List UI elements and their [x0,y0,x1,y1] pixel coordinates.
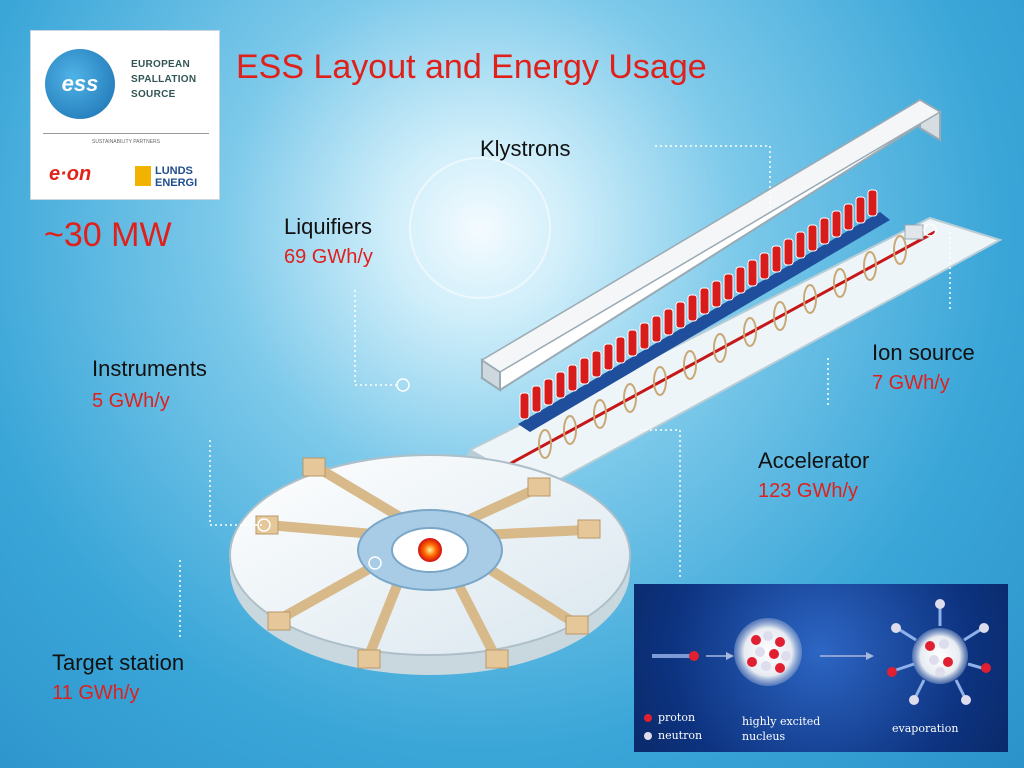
lunds-energi-line-2: ENERGI [155,177,198,189]
ion-source-label: Ion source [872,340,975,365]
instrument-end-blocks [255,457,601,669]
arrow-2-head [866,652,874,660]
instruments-value: 5 GWh/y [92,390,170,412]
evaporation-label: evaporation [892,722,959,735]
eon-logo: e·on [49,163,92,185]
nucleus-particles-2 [925,639,953,677]
callout-connectors [179,145,951,640]
glow-ring [409,157,551,299]
accelerator-value: 123 GWh/y [758,480,859,502]
nucleus-label-line-1: highly excited [742,715,821,728]
page-title: ESS Layout and Energy Usage [236,48,707,86]
legend-neutron-label: neutron [658,729,703,742]
liquifiers-label: Liquifiers [284,214,373,239]
excited-nucleus [734,618,802,686]
klystron-gallery-face [480,99,942,373]
nucleus-particles [747,631,791,673]
partners-divider [43,133,209,134]
lunds-energi-mark [135,166,151,186]
accelerator-label: Accelerator [758,448,870,473]
legend-proton-dot [644,714,652,722]
arrow-1-head [726,652,734,660]
klystron-array [519,189,878,420]
ess-logo-mark [45,49,115,119]
legend-neutron-dot [644,732,652,740]
evaporating-nucleus [912,628,968,684]
instruments-label: Instruments [92,356,207,381]
instrument-beamlines [263,463,591,663]
accelerator-rings [538,235,907,459]
partners-label: SUSTAINABILITY PARTNERS [92,139,160,145]
callout-target-rings [257,223,937,570]
klystrons-label: Klystrons [480,136,571,161]
spallation-process-drawing [644,599,991,740]
ion-source-value: 7 GWh/y [872,372,950,394]
evaporated-particles [887,599,991,705]
org-name-line-1: EUROPEAN [131,59,191,70]
legend-proton-label: proton [658,711,696,724]
liquifiers-value: 69 GWh/y [284,246,373,268]
target-station-label: Target station [52,650,185,675]
spallation-target-core [418,538,442,562]
target-station-value: 11 GWh/y [52,682,140,704]
lunds-energi-line-1: LUNDS [155,165,193,177]
spallation-inset: proton neutron highly excited nucleus ev… [634,584,1008,752]
org-name-line-3: SOURCE [131,89,176,100]
org-name-line-2: SPALLATION [131,74,197,85]
incoming-proton [689,651,699,661]
klystron-base [518,212,890,432]
ess-logo-panel: ess EUROPEAN SPALLATION SOURCE SUSTAINAB… [30,30,220,200]
ion-source-block [904,224,924,240]
nucleus-label-line-2: nucleus [742,730,786,743]
total-power: ~30 MW [44,216,172,254]
ess-logo-abbr: ess [61,71,99,96]
